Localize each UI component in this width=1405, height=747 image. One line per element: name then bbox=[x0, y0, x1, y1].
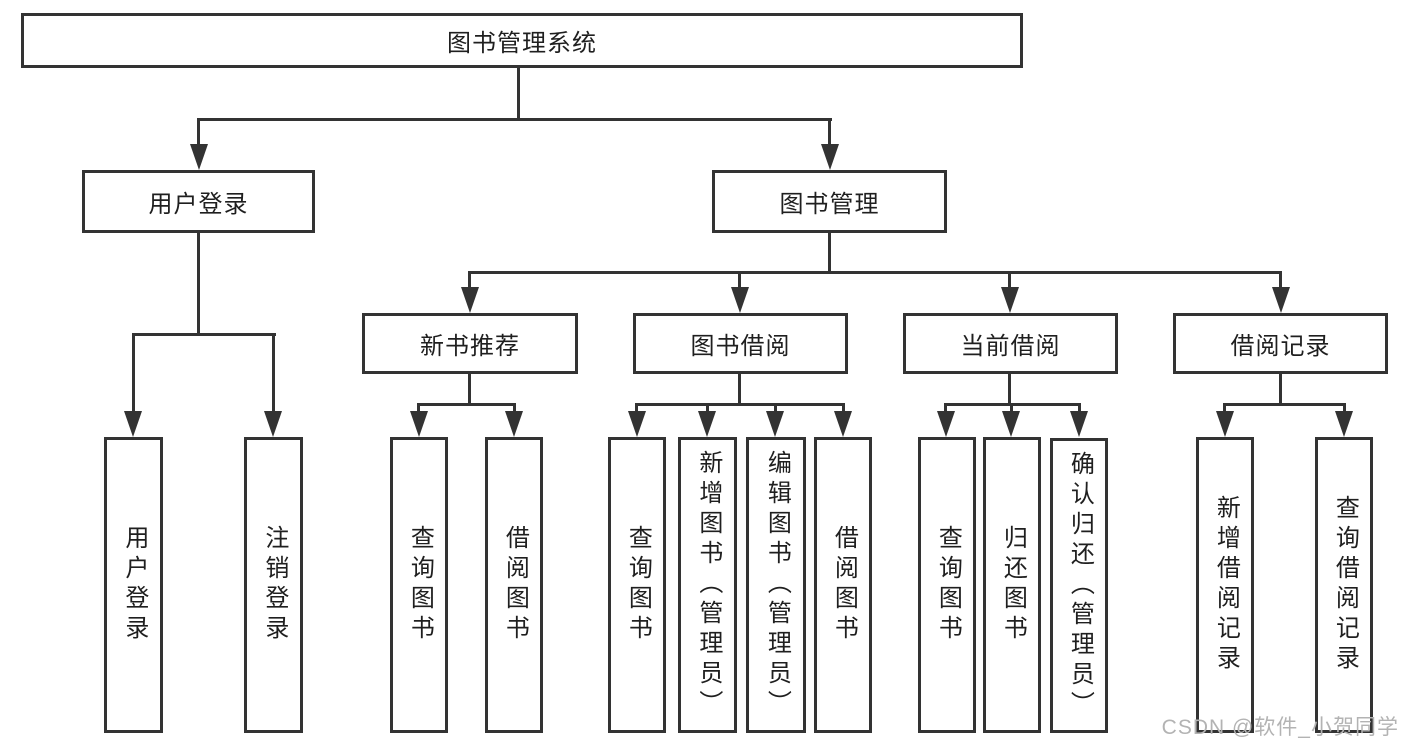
node-new-book-recommend: 新书推荐 bbox=[362, 313, 578, 374]
leaf-query-books-current-label: 查询图书 bbox=[934, 525, 962, 645]
connector-rail-g5 bbox=[1223, 403, 1346, 406]
node-borrow-records-label: 借阅记录 bbox=[1230, 333, 1331, 360]
arrowhead-g2-1 bbox=[410, 411, 428, 437]
leaf-borrow-books-label: 借阅图书 bbox=[830, 525, 858, 645]
connector-root-rail bbox=[197, 118, 832, 121]
arrowhead-g4-1 bbox=[937, 411, 955, 437]
connector-user-login-stem bbox=[197, 233, 200, 336]
connector-drop-book-mgmt bbox=[828, 118, 831, 147]
node-book-management-label: 图书管理 bbox=[779, 191, 880, 218]
connector-drop-leaf-login bbox=[132, 333, 135, 413]
leaf-logout-label: 注销登录 bbox=[260, 525, 288, 645]
node-borrow-records: 借阅记录 bbox=[1173, 313, 1388, 374]
arrowhead-g3-1 bbox=[628, 411, 646, 437]
leaf-user-login-label: 用户登录 bbox=[120, 525, 148, 645]
connector-stem-g4 bbox=[1008, 374, 1011, 406]
leaf-query-borrow-record: 查询借阅记录 bbox=[1315, 437, 1373, 733]
leaf-user-login: 用户登录 bbox=[104, 437, 163, 733]
connector-stem-g3 bbox=[738, 374, 741, 406]
connector-drop-g3-1 bbox=[635, 403, 638, 415]
leaf-query-books-borrow: 查询图书 bbox=[608, 437, 666, 733]
leaf-query-books-recommend: 查询图书 bbox=[390, 437, 448, 733]
arrowhead-g3-4 bbox=[834, 411, 852, 437]
leaf-edit-book-admin-label: 编辑图书（管理员） bbox=[763, 450, 791, 720]
leaf-query-books-borrow-label: 查询图书 bbox=[624, 525, 652, 645]
leaf-query-borrow-record-label: 查询借阅记录 bbox=[1331, 495, 1359, 675]
node-current-borrow-label: 当前借阅 bbox=[960, 333, 1061, 360]
connector-stem-g2 bbox=[468, 374, 471, 406]
leaf-logout: 注销登录 bbox=[244, 437, 303, 733]
arrowhead-g5-1 bbox=[1216, 411, 1234, 437]
watermark-text: CSDN @软件_小贺同学 bbox=[1161, 716, 1399, 739]
arrowhead-g5-2 bbox=[1335, 411, 1353, 437]
node-book-borrow-label: 图书借阅 bbox=[690, 333, 791, 360]
connector-drop-current-borrow bbox=[1008, 271, 1011, 289]
leaf-confirm-return-admin-label: 确认归还（管理员） bbox=[1066, 450, 1094, 721]
node-book-management: 图书管理 bbox=[712, 170, 947, 233]
arrowhead-borrow-records bbox=[1272, 287, 1290, 313]
connector-drop-book-borrow bbox=[738, 271, 741, 289]
connector-drop-g4-3 bbox=[1078, 403, 1081, 415]
leaf-borrow-books-recommend-label: 借阅图书 bbox=[501, 525, 529, 645]
node-root: 图书管理系统 bbox=[21, 13, 1023, 68]
arrowhead-new-book bbox=[461, 287, 479, 313]
arrowhead-book-mgmt bbox=[821, 144, 839, 170]
node-user-login: 用户登录 bbox=[82, 170, 315, 233]
connector-book-mgmt-rail bbox=[468, 271, 1282, 274]
connector-drop-g2-1 bbox=[417, 403, 420, 415]
leaf-add-book-admin-label: 新增图书（管理员） bbox=[694, 450, 722, 720]
arrowhead-g3-3 bbox=[766, 411, 784, 437]
arrowhead-g4-2 bbox=[1002, 411, 1020, 437]
leaf-confirm-return-admin: 确认归还（管理员） bbox=[1050, 438, 1108, 733]
arrowhead-leaf-logout bbox=[264, 411, 282, 437]
connector-rail-g3 bbox=[635, 403, 845, 406]
arrowhead-current-borrow bbox=[1001, 287, 1019, 313]
connector-drop-g3-3 bbox=[774, 403, 777, 415]
connector-drop-g4-2 bbox=[1010, 403, 1013, 415]
connector-drop-g2-2 bbox=[513, 403, 516, 415]
node-new-book-recommend-label: 新书推荐 bbox=[420, 333, 520, 360]
leaf-query-books-recommend-label: 查询图书 bbox=[406, 525, 434, 645]
connector-user-login-rail bbox=[132, 333, 276, 336]
connector-drop-g3-4 bbox=[842, 403, 845, 415]
leaf-add-borrow-record: 新增借阅记录 bbox=[1196, 437, 1254, 733]
leaf-edit-book-admin: 编辑图书（管理员） bbox=[746, 437, 806, 733]
connector-drop-leaf-logout bbox=[272, 333, 275, 413]
node-user-login-label: 用户登录 bbox=[148, 191, 249, 218]
connector-drop-g4-1 bbox=[944, 403, 947, 415]
leaf-return-book: 归还图书 bbox=[983, 437, 1041, 733]
connector-drop-new-book bbox=[468, 271, 471, 289]
leaf-borrow-books: 借阅图书 bbox=[814, 437, 872, 733]
connector-stem-g5 bbox=[1279, 374, 1282, 406]
connector-drop-borrow-records bbox=[1279, 271, 1282, 289]
connector-drop-g5-1 bbox=[1223, 403, 1226, 415]
arrowhead-g2-2 bbox=[505, 411, 523, 437]
arrowhead-leaf-login bbox=[124, 411, 142, 437]
node-book-borrow: 图书借阅 bbox=[633, 313, 848, 374]
leaf-borrow-books-recommend: 借阅图书 bbox=[485, 437, 543, 733]
connector-drop-g5-2 bbox=[1343, 403, 1346, 415]
arrowhead-g3-2 bbox=[698, 411, 716, 437]
arrowhead-user-login bbox=[190, 144, 208, 170]
leaf-add-book-admin: 新增图书（管理员） bbox=[678, 437, 737, 733]
connector-root-stem bbox=[517, 68, 520, 120]
connector-drop-user-login bbox=[197, 118, 200, 147]
connector-drop-g3-2 bbox=[706, 403, 709, 415]
leaf-add-borrow-record-label: 新增借阅记录 bbox=[1212, 495, 1240, 675]
connector-book-mgmt-stem bbox=[828, 233, 831, 274]
connector-rail-g2 bbox=[417, 403, 515, 406]
node-root-label: 图书管理系统 bbox=[447, 30, 597, 57]
node-current-borrow: 当前借阅 bbox=[903, 313, 1118, 374]
leaf-return-book-label: 归还图书 bbox=[999, 525, 1027, 645]
arrowhead-book-borrow bbox=[731, 287, 749, 313]
arrowhead-g4-3 bbox=[1070, 411, 1088, 437]
leaf-query-books-current: 查询图书 bbox=[918, 437, 976, 733]
